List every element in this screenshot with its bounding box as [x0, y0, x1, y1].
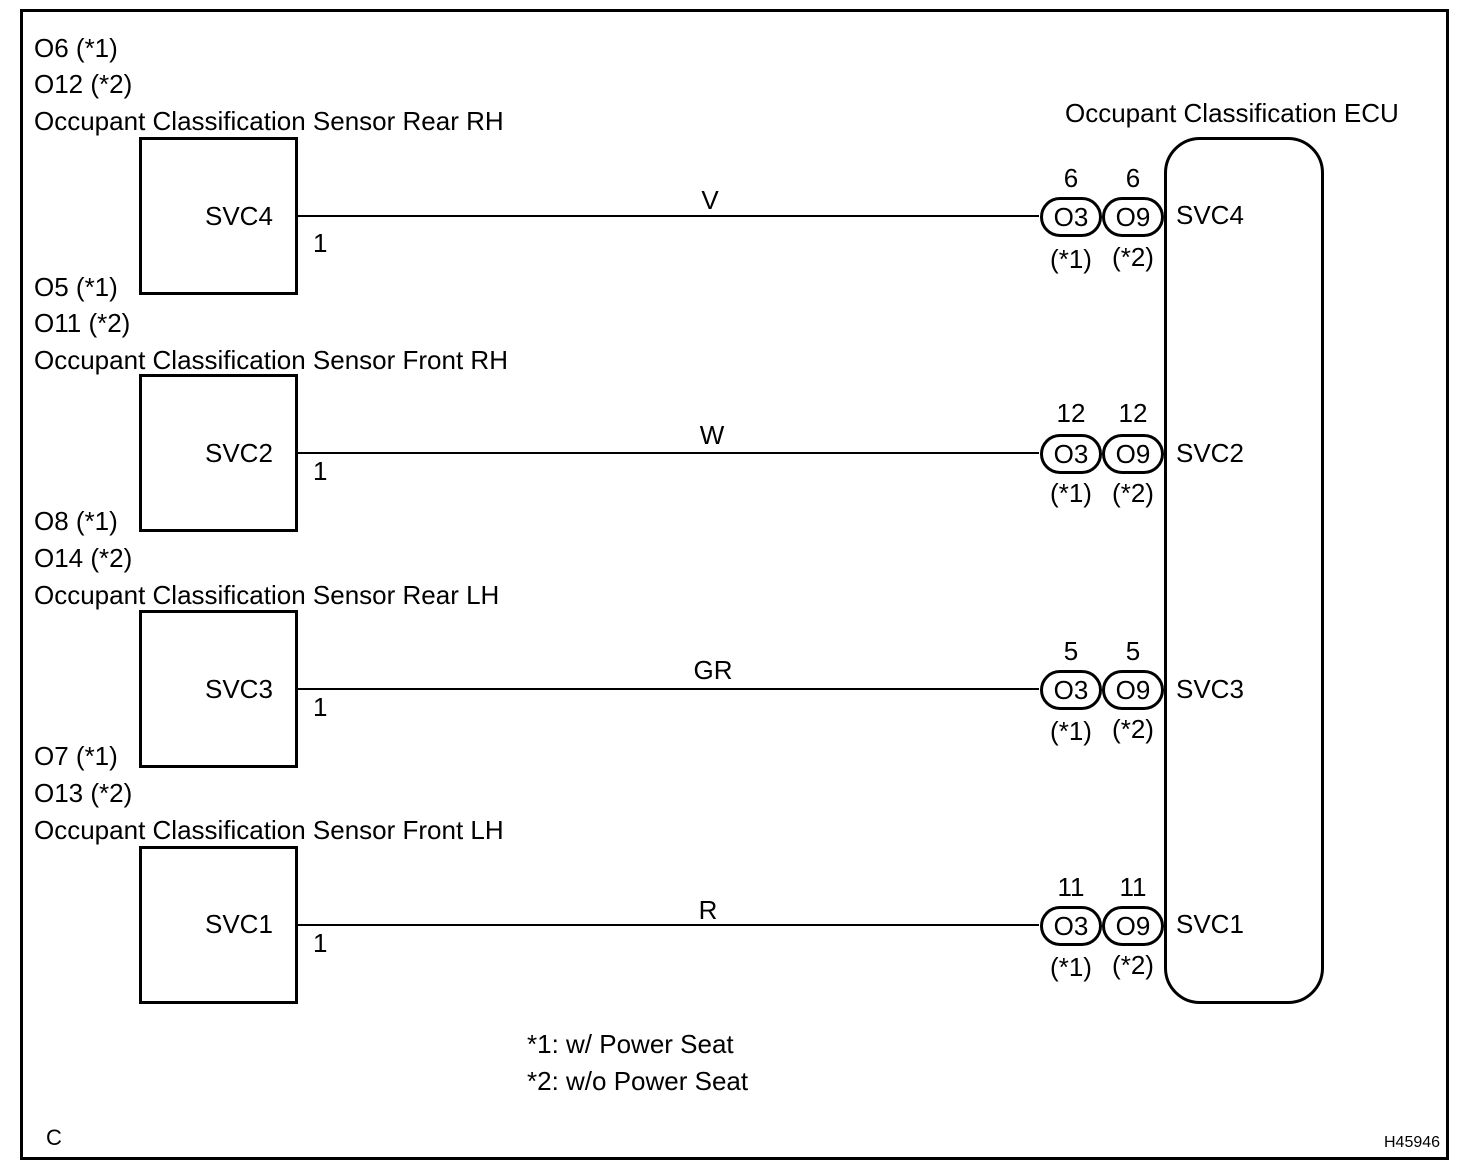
sensor-front-rh-terminal: SVC2	[205, 438, 273, 468]
figure-id: H45946	[1384, 1134, 1441, 1151]
note-svc3-b: (*2)	[1112, 714, 1154, 744]
footnote-2: *2: w/o Power Seat	[527, 1066, 749, 1096]
note-svc4-b: (*2)	[1112, 242, 1154, 272]
connector-o3-svc2: O3	[1040, 434, 1102, 474]
sensor-front-rh-name: Occupant Classification Sensor Front RH	[34, 345, 508, 375]
wire-front-lh	[298, 924, 1039, 926]
ecu-pin-svc2-a: 12	[1056, 398, 1086, 428]
sensor-front-lh-pin: 1	[313, 928, 328, 958]
ecu-terminal-svc3: SVC3	[1176, 674, 1244, 704]
sensor-rear-rh-terminal: SVC4	[205, 201, 273, 231]
connector-o9-svc4: O9	[1102, 197, 1164, 237]
wire-rear-lh	[298, 688, 1039, 690]
note-svc1-b: (*2)	[1112, 950, 1154, 980]
sensor-rear-rh-name: Occupant Classification Sensor Rear RH	[34, 106, 504, 136]
sensor-front-rh-pin: 1	[313, 456, 328, 486]
corner-label: C	[46, 1125, 62, 1150]
ecu-terminal-svc1: SVC1	[1176, 909, 1244, 939]
sensor-rear-lh-terminal: SVC3	[205, 674, 273, 704]
ecu-pin-svc3-a: 5	[1063, 636, 1079, 666]
wire-rear-rh	[298, 215, 1039, 217]
sensor-rear-rh-pin: 1	[313, 228, 328, 258]
note-svc2-b: (*2)	[1112, 478, 1154, 508]
sensor-front-lh-terminal: SVC1	[205, 909, 273, 939]
connector-o3-svc3: O3	[1040, 670, 1102, 710]
sensor-rear-lh-connector-a: O8 (*1)	[34, 506, 118, 536]
note-svc1-a: (*1)	[1050, 952, 1092, 982]
footnote-1: *1: w/ Power Seat	[527, 1029, 734, 1059]
note-svc4-a: (*1)	[1050, 244, 1092, 274]
sensor-front-lh-connector-b: O13 (*2)	[34, 778, 133, 808]
sensor-rear-lh-name: Occupant Classification Sensor Rear LH	[34, 580, 500, 610]
wire-rear-rh-color: V	[701, 185, 719, 215]
sensor-front-lh-box	[139, 846, 298, 1004]
wire-front-lh-color: R	[698, 895, 718, 925]
connector-o9-svc1: O9	[1102, 906, 1164, 946]
diagram-frame	[20, 9, 1449, 1160]
sensor-rear-lh-pin: 1	[313, 692, 328, 722]
wire-front-rh	[298, 452, 1039, 454]
sensor-front-lh-connector-a: O7 (*1)	[34, 741, 118, 771]
sensor-rear-lh-box	[139, 610, 298, 768]
ecu-terminal-svc2: SVC2	[1176, 438, 1244, 468]
connector-o3-svc1: O3	[1040, 906, 1102, 946]
connector-o9-svc2: O9	[1102, 434, 1164, 474]
sensor-rear-rh-connector-a: O6 (*1)	[34, 33, 118, 63]
sensor-front-rh-connector-b: O11 (*2)	[34, 308, 131, 338]
connector-o9-svc3: O9	[1102, 670, 1164, 710]
sensor-front-rh-connector-a: O5 (*1)	[34, 272, 118, 302]
ecu-terminal-svc4: SVC4	[1176, 200, 1244, 230]
sensor-front-lh-name: Occupant Classification Sensor Front LH	[34, 815, 504, 845]
sensor-rear-rh-box	[139, 137, 298, 295]
wire-rear-lh-color: GR	[693, 655, 733, 685]
ecu-pin-svc4-a: 6	[1063, 163, 1079, 193]
ecu-pin-svc1-a: 11	[1057, 872, 1085, 902]
connector-o3-svc4: O3	[1040, 197, 1102, 237]
ecu-pin-svc1-b: 11	[1119, 872, 1147, 902]
note-svc3-a: (*1)	[1050, 716, 1092, 746]
sensor-rear-rh-connector-b: O12 (*2)	[34, 69, 133, 99]
note-svc2-a: (*1)	[1050, 478, 1092, 508]
ecu-pin-svc3-b: 5	[1125, 636, 1141, 666]
ecu-box	[1164, 137, 1324, 1004]
ecu-pin-svc2-b: 12	[1118, 398, 1148, 428]
ecu-pin-svc4-b: 6	[1125, 163, 1141, 193]
sensor-rear-lh-connector-b: O14 (*2)	[34, 543, 133, 573]
sensor-front-rh-box	[139, 374, 298, 532]
wire-front-rh-color: W	[699, 420, 725, 450]
ecu-title: Occupant Classification ECU	[1065, 98, 1399, 128]
